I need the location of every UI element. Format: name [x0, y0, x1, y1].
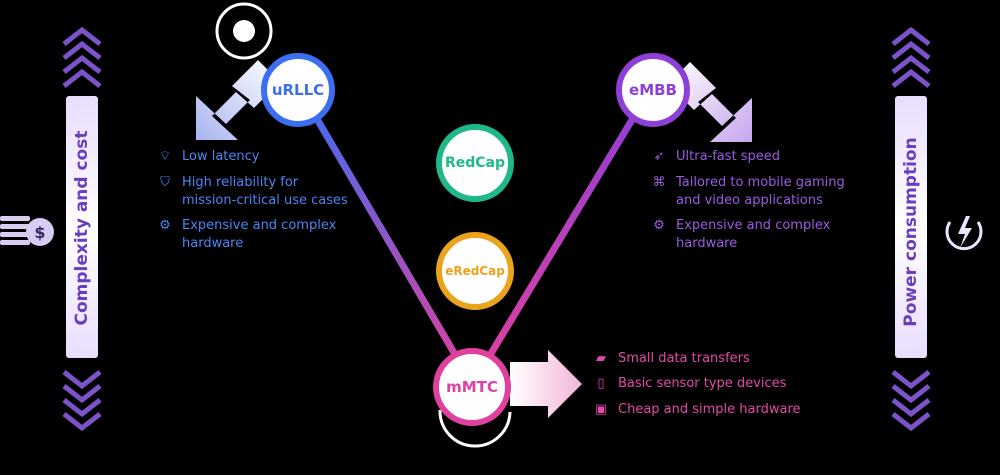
urllc-feature-3: ⚙ Expensive and complex hardware: [156, 217, 336, 253]
node-embb: eMBB: [616, 53, 690, 127]
node-eredcap-label: eRedCap: [445, 264, 505, 278]
folder-icon: ▰: [596, 351, 606, 366]
chevrons-down-left: [62, 370, 102, 432]
left-bar-label: Complexity and cost: [72, 130, 92, 326]
left-bar: [66, 96, 98, 358]
node-redcap: RedCap: [436, 124, 514, 202]
power-cycle-icon: [945, 216, 983, 251]
phone-icon: ▯: [597, 376, 605, 391]
embb-feature-2: ⌘ Tailored to mobile gaming and video ap…: [650, 174, 845, 210]
node-eredcap: eRedCap: [436, 232, 514, 310]
chevrons-down-right: [891, 370, 931, 432]
svg-text:$: $: [34, 223, 45, 242]
right-bar-label: Power consumption: [901, 137, 921, 327]
rocket-icon: ➶: [653, 149, 665, 164]
urllc-feature-1: ⌔ Low latency: [156, 148, 260, 166]
dollar-gear-icon: ⚙: [653, 218, 665, 233]
mmtc-feature-3: ▣ Cheap and simple hardware: [592, 401, 801, 419]
node-mmtc: mMTC: [433, 348, 511, 426]
urllc-feature-2: ⛉ High reliability for mission-critical …: [156, 174, 348, 210]
dollar-stack-icon: $: [0, 216, 54, 246]
chevrons-up-right: [891, 26, 931, 88]
chip-icon: ▣: [594, 402, 608, 417]
wifi-icon: ⌔: [158, 149, 172, 164]
node-embb-label: eMBB: [629, 81, 677, 99]
arrow-urllc: [196, 60, 280, 140]
decor-ring-bottom: [438, 409, 512, 448]
right-bar: [895, 96, 927, 358]
node-redcap-label: RedCap: [444, 155, 506, 171]
node-mmtc-label: mMTC: [446, 378, 498, 396]
chevrons-up-left: [62, 26, 102, 88]
node-urllc: uRLLC: [261, 53, 335, 127]
mmtc-feature-2: ▯ Basic sensor type devices: [592, 375, 786, 393]
mmtc-feature-1: ▰ Small data transfers: [592, 350, 750, 368]
node-urllc-label: uRLLC: [271, 81, 325, 99]
gamepad-icon: ⌘: [652, 175, 666, 190]
edge-embb-mmtc: [472, 88, 653, 382]
arrow-mmtc: [510, 350, 582, 418]
decor-dot-top: [233, 20, 255, 42]
embb-feature-1: ➶ Ultra-fast speed: [650, 148, 781, 166]
shield-check-icon: ⛉: [160, 175, 170, 190]
edge-urllc-mmtc: [296, 88, 474, 382]
embb-feature-3: ⚙ Expensive and complex hardware: [650, 217, 830, 253]
dollar-gear-icon: ⚙: [159, 218, 171, 233]
